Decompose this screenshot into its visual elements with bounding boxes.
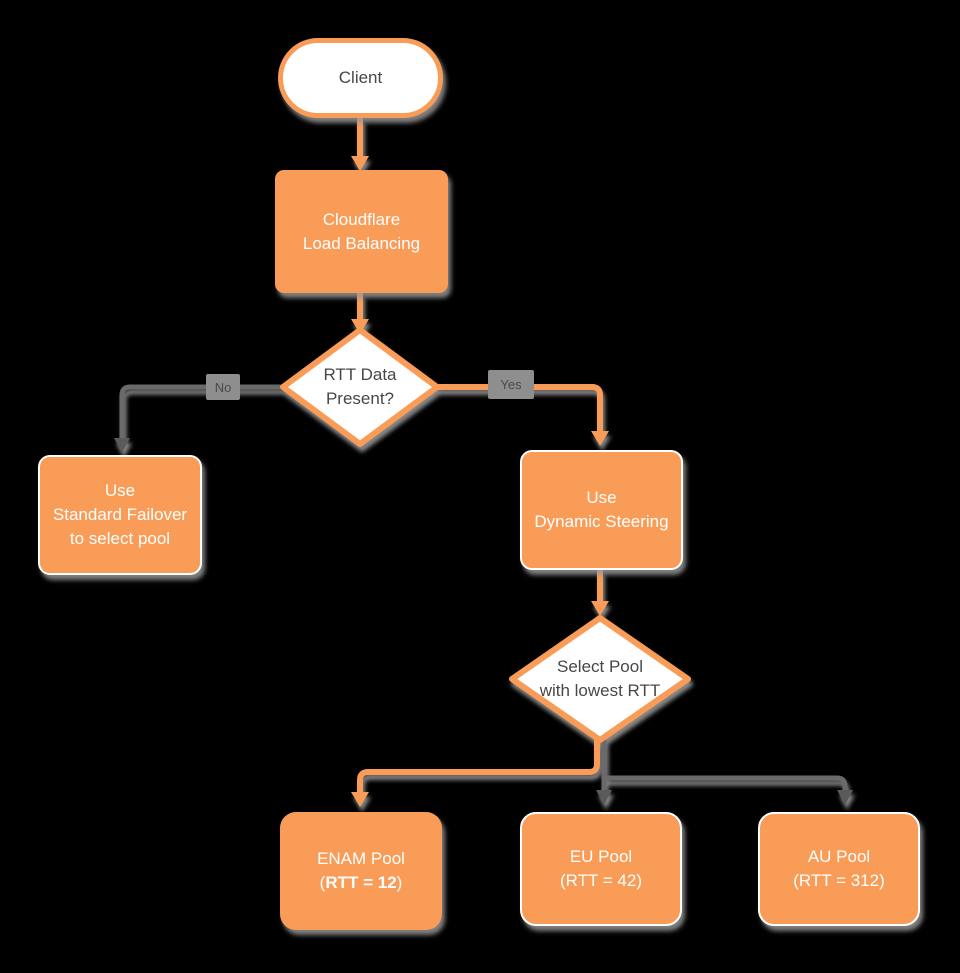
edge-yes-to-dynamic-steering: [437, 384, 603, 433]
enam-pool-node: ENAM Pool (RTT = 12): [280, 812, 442, 930]
select-pool-line2: with lowest RTT: [539, 681, 661, 700]
arrowhead-dynamic-steering-to-select-pool: [591, 601, 609, 616]
standard-failover-line3: to select pool: [69, 529, 171, 548]
rtt-decision-line1: RTT Data: [323, 365, 397, 384]
arrowhead-select-pool-to-au: [837, 790, 853, 805]
arrowhead-select-pool-to-enam: [351, 792, 369, 807]
arrowhead-loadbalancer-to-rtt-decision: [351, 319, 369, 334]
standard-failover-line2: Standard Failover: [52, 505, 188, 524]
rtt-decision-line2: Present?: [325, 389, 395, 408]
client-node: Client: [278, 38, 443, 118]
eu-pool-line2: (RTT = 42): [559, 871, 643, 890]
edge-no-to-standard-failover: [119, 384, 283, 440]
cloudflare-label-line2: Load Balancing: [302, 233, 421, 253]
edge-label-yes: Yes: [488, 370, 534, 399]
au-pool-node: AU Pool (RTT = 312): [758, 812, 920, 926]
arrowhead-no-to-standard-failover: [114, 438, 130, 453]
select-pool-label: Select Pool with lowest RTT: [512, 618, 688, 740]
enam-pool-line1: ENAM Pool: [317, 849, 405, 868]
edge-select-pool-to-enam: [357, 740, 600, 794]
eu-pool-line1: EU Pool: [569, 847, 633, 866]
edge-select-pool-to-au: [604, 775, 848, 792]
arrowhead-client-to-loadbalancer: [351, 156, 369, 171]
client-label: Client: [338, 68, 383, 87]
arrowhead-select-pool-to-eu: [596, 790, 612, 805]
au-pool-line2: (RTT = 312): [793, 871, 885, 890]
cloudflare-load-balancing-node: Cloudflare Load Balancing: [275, 170, 448, 293]
enam-pool-line2: (RTT = 12): [319, 873, 403, 892]
dynamic-steering-node: Use Dynamic Steering: [520, 450, 683, 570]
select-pool-diamond: [509, 615, 691, 743]
rtt-decision-diamond: [280, 327, 440, 447]
rtt-decision-label: RTT Data Present?: [283, 330, 437, 444]
dynamic-steering-line2: Dynamic Steering: [534, 512, 669, 531]
select-pool-line1: Select Pool: [557, 657, 643, 676]
enam-rtt-value: RTT = 12: [325, 873, 397, 892]
eu-pool-node: EU Pool (RTT = 42): [520, 812, 682, 926]
standard-failover-line1: Use: [104, 481, 136, 500]
edge-label-no: No: [206, 374, 240, 400]
arrowhead-yes-to-dynamic-steering: [591, 431, 609, 446]
dynamic-steering-line1: Use: [586, 488, 617, 507]
standard-failover-node: Use Standard Failover to select pool: [38, 455, 202, 575]
cloudflare-label-line1: Cloudflare: [322, 209, 401, 229]
au-pool-line1: AU Pool: [807, 847, 871, 866]
